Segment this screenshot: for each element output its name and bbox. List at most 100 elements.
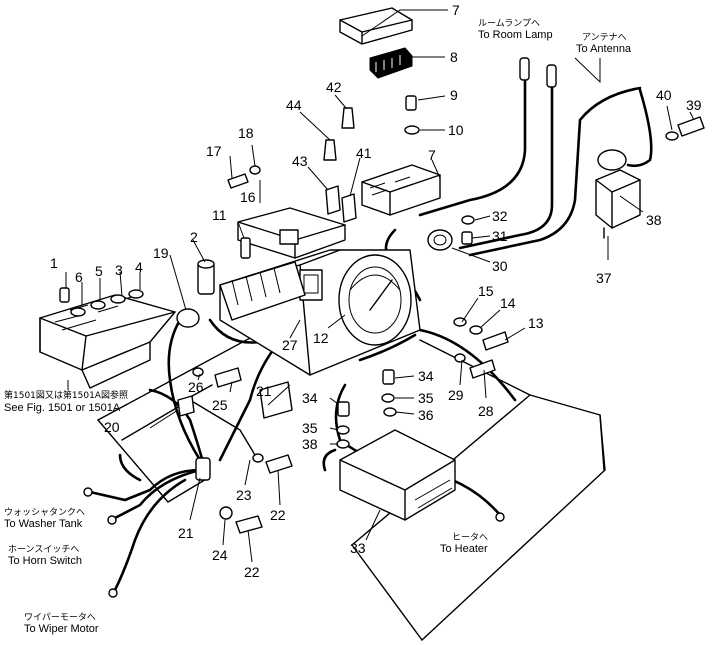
part-number: 44 xyxy=(286,97,302,113)
screw-17-icon xyxy=(227,173,249,189)
bolt-34-right-icon xyxy=(382,369,395,385)
heater-jp-label: ヒータへ xyxy=(452,532,488,543)
part-number: 28 xyxy=(478,403,494,419)
washer-14-icon xyxy=(469,325,483,335)
part-number: 41 xyxy=(356,145,372,161)
antenna-label: To Antenna xyxy=(576,43,632,55)
part-number: 33 xyxy=(350,540,366,556)
part-number: 26 xyxy=(188,379,204,395)
nut-24-icon xyxy=(219,506,233,520)
part-number: 11 xyxy=(212,207,227,223)
part-number: 10 xyxy=(448,122,464,138)
screw-1-icon xyxy=(59,287,70,303)
part-number: 6 xyxy=(75,269,83,285)
resistor-box xyxy=(339,429,456,521)
horn-switch-jp-label: ホーンスイッチへ xyxy=(8,544,79,555)
switch-41-icon xyxy=(341,193,357,223)
part-number: 24 xyxy=(212,547,228,563)
part-number: 21 xyxy=(256,383,272,399)
part-number: 21 xyxy=(178,525,194,541)
part-number: 27 xyxy=(282,337,298,353)
washer-32-icon xyxy=(461,215,475,225)
part-number: 17 xyxy=(206,143,222,159)
part-number: 34 xyxy=(418,368,434,384)
part-number: 38 xyxy=(646,212,662,228)
wire-connectors xyxy=(83,57,557,598)
washer-18-icon xyxy=(249,165,261,175)
part-number: 3 xyxy=(115,262,123,278)
part-number: 36 xyxy=(418,407,434,423)
switch-42-icon xyxy=(341,107,355,129)
bolt-25-icon xyxy=(214,367,242,388)
part-number: 22 xyxy=(244,564,260,580)
bracket xyxy=(177,381,293,419)
screw-31-icon xyxy=(461,231,473,245)
relay-box xyxy=(237,207,346,259)
screw-9-icon xyxy=(405,95,417,111)
washer-40-icon xyxy=(665,131,679,141)
wiper-motor-label: To Wiper Motor xyxy=(24,623,99,635)
part-number: 1 xyxy=(50,255,58,271)
part-number-labels: 1 2 3 4 5 6 7 7 8 9 10 11 12 13 14 15 16… xyxy=(50,2,702,580)
part-number: 8 xyxy=(450,49,458,65)
see-fig-label: See Fig. 1501 or 1501A xyxy=(4,402,121,414)
part-number: 2 xyxy=(190,229,198,245)
antenna-jp-label: アンテナへ xyxy=(582,32,627,43)
part-number: 18 xyxy=(238,125,254,141)
toggle-switches xyxy=(323,107,357,223)
washer-23-icon xyxy=(252,453,264,463)
washer-10-icon xyxy=(404,125,420,135)
washer-38-left-icon xyxy=(336,439,350,449)
bolt-28-icon xyxy=(469,359,496,379)
bolt-34-left-icon xyxy=(337,401,350,417)
part-number: 40 xyxy=(656,87,672,103)
part-number: 5 xyxy=(95,263,103,279)
part-number: 15 xyxy=(478,283,494,299)
part-number: 16 xyxy=(240,189,256,205)
part-number: 31 xyxy=(492,228,508,244)
part-number: 19 xyxy=(153,245,169,261)
fuse-block xyxy=(361,164,441,216)
bolt-22-lower-icon xyxy=(235,515,263,534)
callout-labels: ルームランプへ To Room Lamp アンテナへ To Antenna 第1… xyxy=(4,18,632,635)
key-switch xyxy=(176,259,215,328)
switch-44-icon xyxy=(323,139,337,161)
instrument-cluster xyxy=(219,249,421,376)
washer-36-icon xyxy=(383,407,397,417)
part-number: 13 xyxy=(528,315,544,331)
washer-35-left-icon xyxy=(336,425,350,435)
horn-switch-label: To Horn Switch xyxy=(8,555,82,567)
grommet-19-icon xyxy=(176,308,200,328)
washer-35-right-icon xyxy=(381,393,395,403)
part-number: 23 xyxy=(236,487,252,503)
switch-43-icon xyxy=(325,185,341,215)
washer-tank-label: To Washer Tank xyxy=(4,518,83,530)
left-switch-box xyxy=(39,287,176,389)
part-number: 14 xyxy=(500,295,516,311)
part-number: 7 xyxy=(452,2,460,18)
room-lamp-jp-label: ルームランプへ xyxy=(478,18,540,29)
see-fig-jp-label: 第1501図又は第1501A図参照 xyxy=(4,389,128,401)
radio-module xyxy=(595,149,641,239)
bolt-22-upper-icon xyxy=(265,454,293,474)
heater-label: To Heater xyxy=(440,543,488,555)
part-number: 12 xyxy=(313,330,329,346)
part-number: 25 xyxy=(212,397,228,413)
part-number: 37 xyxy=(596,270,612,286)
bolt-39-icon xyxy=(677,116,705,137)
part-number: 39 xyxy=(686,97,702,113)
part-number: 32 xyxy=(492,208,508,224)
part-number: 43 xyxy=(292,153,308,169)
part-number: 20 xyxy=(104,419,120,435)
lamp-socket xyxy=(427,229,453,251)
part-number: 34 xyxy=(302,390,318,406)
wiper-motor-jp-label: ワイパーモータへ xyxy=(24,612,96,623)
part-number: 29 xyxy=(448,387,464,403)
leader-lines xyxy=(65,9,695,563)
connector-block xyxy=(369,47,413,79)
washer-tank-jp-label: ウォッシャタンクへ xyxy=(4,507,85,518)
part-number: 7 xyxy=(428,147,436,163)
bolt-13-icon xyxy=(482,331,509,351)
